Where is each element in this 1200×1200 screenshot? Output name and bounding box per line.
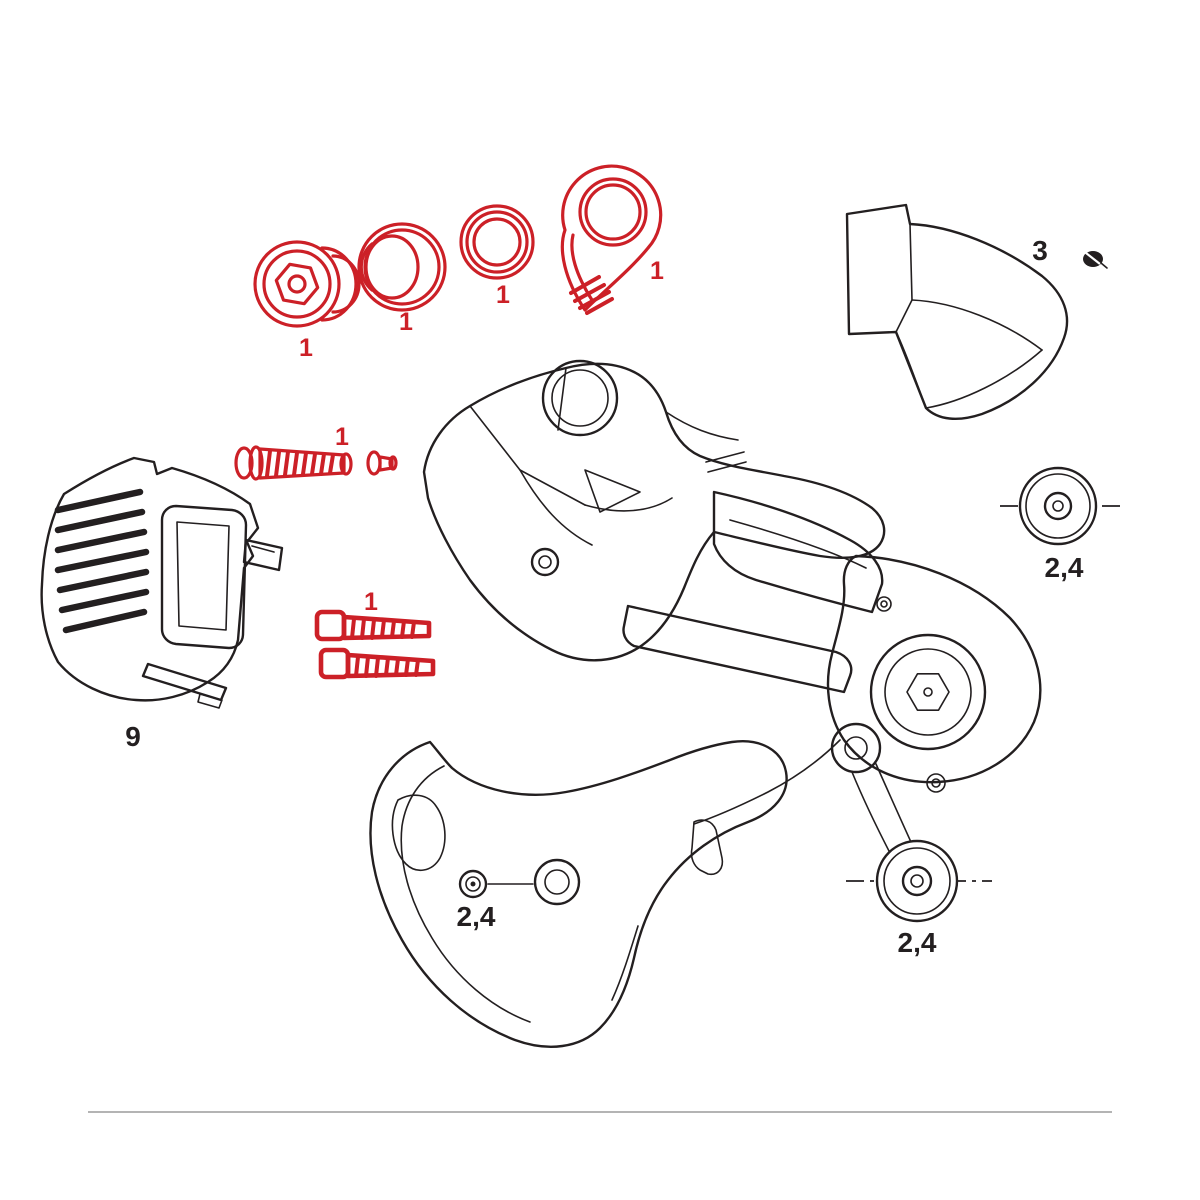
- part-main-body: [422, 359, 1042, 873]
- label-upper-pulley: 2,4: [1045, 552, 1084, 583]
- label-teardrop-cover: 1: [650, 257, 664, 285]
- label-barrel-cylinder: 1: [399, 308, 413, 336]
- part-cover-screw: [1083, 251, 1108, 269]
- part-lower-pulley: [875, 839, 959, 923]
- callout-labels: 1 1 1 1 1 1 3 9 2,4 2,4 2,4: [125, 235, 1084, 958]
- label-mount-bolts: 1: [364, 588, 378, 616]
- label-battery-cover: 9: [125, 721, 141, 752]
- label-seal-ring: 1: [496, 281, 510, 309]
- part-seal-ring: [459, 204, 535, 280]
- part-outer-cover: [845, 203, 1069, 420]
- part-battery-cover: [40, 456, 284, 709]
- part-mount-bolts: [314, 609, 436, 680]
- label-adjuster-plug: 1: [299, 334, 313, 362]
- part-teardrop-cover: [560, 164, 663, 315]
- part-cage-plate: [369, 740, 788, 1048]
- label-cage-bolt: 2,4: [457, 901, 496, 932]
- label-pivot-bolt: 1: [335, 423, 349, 451]
- label-lower-pulley: 2,4: [898, 927, 937, 958]
- part-upper-pulley: [1018, 466, 1098, 546]
- part-pivot-bolt: [234, 445, 398, 481]
- part-adjuster-plug: [253, 240, 361, 328]
- label-outer-cover: 3: [1032, 235, 1048, 266]
- part-barrel-cylinder: [357, 222, 447, 312]
